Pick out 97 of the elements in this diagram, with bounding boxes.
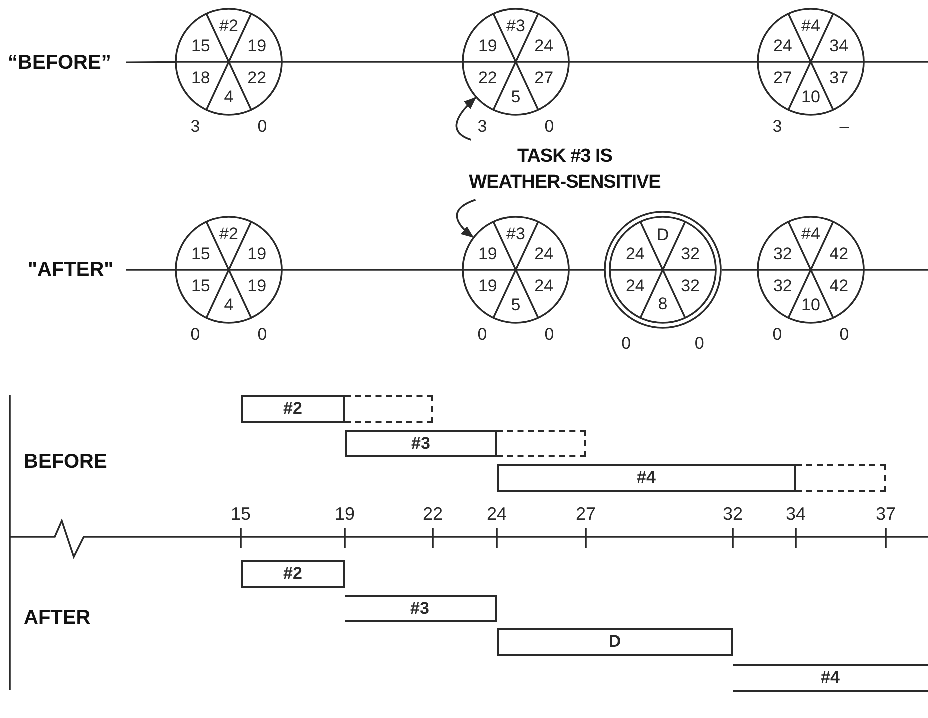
connector-line [570,269,604,271]
time-value: 24 [534,245,554,262]
time-value: 15 [191,278,210,295]
time-value: 22 [478,70,498,87]
time-value: 24 [534,278,554,295]
task-bar: #2 [241,560,345,588]
time-value: 42 [830,278,849,295]
float-value: 0 [544,118,554,135]
float-value: 3 [190,118,200,135]
time-value: 32 [773,245,792,262]
float-value: 0 [694,335,704,352]
time-value: 32 [681,277,700,294]
connector-line [865,61,928,63]
row-label: "AFTER" [28,257,126,283]
tick-label: 15 [230,505,252,523]
duration-value: 5 [511,88,521,106]
tick-label: 24 [486,505,508,523]
time-value: 15 [191,37,210,54]
row-label: “BEFORE” [8,50,126,76]
task-id: #4 [802,226,820,243]
time-value: 32 [773,278,792,295]
float-value: 0 [190,326,200,343]
task-id: #2 [220,226,238,243]
float-bar [497,430,586,457]
time-value: 34 [830,37,849,54]
connector-line [283,61,462,63]
curved-arrow [456,199,476,238]
float-value: 0 [258,118,268,135]
activity-circle [757,8,865,116]
float-value: 0 [478,326,488,343]
connector-line [570,61,757,63]
time-value: 32 [681,246,700,263]
time-value: 19 [478,278,498,295]
activity-circle [757,216,865,324]
time-value: 24 [773,37,792,54]
time-value: 19 [248,278,267,295]
task-id: #3 [506,226,526,243]
connector-line [126,269,175,271]
float-value: 0 [622,335,632,352]
time-value: 19 [248,37,267,54]
connector-line [283,269,462,271]
float-value: 0 [772,326,782,343]
task-id: #2 [220,18,238,35]
time-value: 18 [191,70,210,87]
time-value: 24 [534,37,554,54]
duration-value: 5 [511,296,521,314]
tick-label: 37 [876,505,896,523]
float-bar [796,464,886,492]
float-value: – [840,118,850,135]
tick-label: 19 [334,505,356,523]
duration-value: 10 [802,296,820,314]
double-activity-circle [604,211,722,329]
time-value: 27 [773,70,792,87]
task-bar: #4 [733,664,928,692]
tick-label: 27 [576,505,596,523]
time-value: 19 [478,37,498,54]
duration-value: 4 [224,88,234,106]
time-value: 24 [626,246,645,263]
float-value: 0 [258,326,268,343]
float-bar [345,395,433,423]
section-label: BEFORE [24,452,108,472]
task-bar: #3 [345,595,497,622]
task-bar: #2 [241,395,345,423]
tick-label: 34 [786,505,806,523]
activity-circle [462,216,570,324]
duration-value: 8 [658,295,668,312]
section-label: AFTER [24,608,91,628]
activity-circle [175,8,283,116]
curved-arrow [456,97,477,141]
activity-circle [462,8,570,116]
time-value: 15 [191,245,210,262]
float-value: 3 [478,118,488,135]
connector-line [865,269,928,271]
float-value: 3 [772,118,782,135]
duration-value: 10 [802,88,820,106]
task-id: D [656,226,670,244]
time-value: 22 [248,70,267,87]
float-value: 0 [840,326,850,343]
task-id: #4 [802,18,820,35]
time-value: 27 [534,70,554,87]
activity-circle [175,216,283,324]
callout-note: TASK #3 IS WEATHER-SENSITIVE [440,140,690,200]
connector-line [126,61,175,64]
task-bar: D [497,628,733,656]
time-value: 42 [830,245,849,262]
task-bar: #4 [497,464,796,492]
time-value: 19 [248,245,267,262]
float-value: 0 [544,326,554,343]
task-id: #3 [506,18,526,35]
time-value: 24 [626,277,645,294]
tick-label: 32 [722,505,744,523]
task-bar: #3 [345,430,497,457]
duration-value: 4 [224,296,234,314]
time-value: 37 [830,70,849,87]
time-value: 19 [478,245,498,262]
connector-line [722,269,757,271]
tick-label: 22 [422,505,444,523]
